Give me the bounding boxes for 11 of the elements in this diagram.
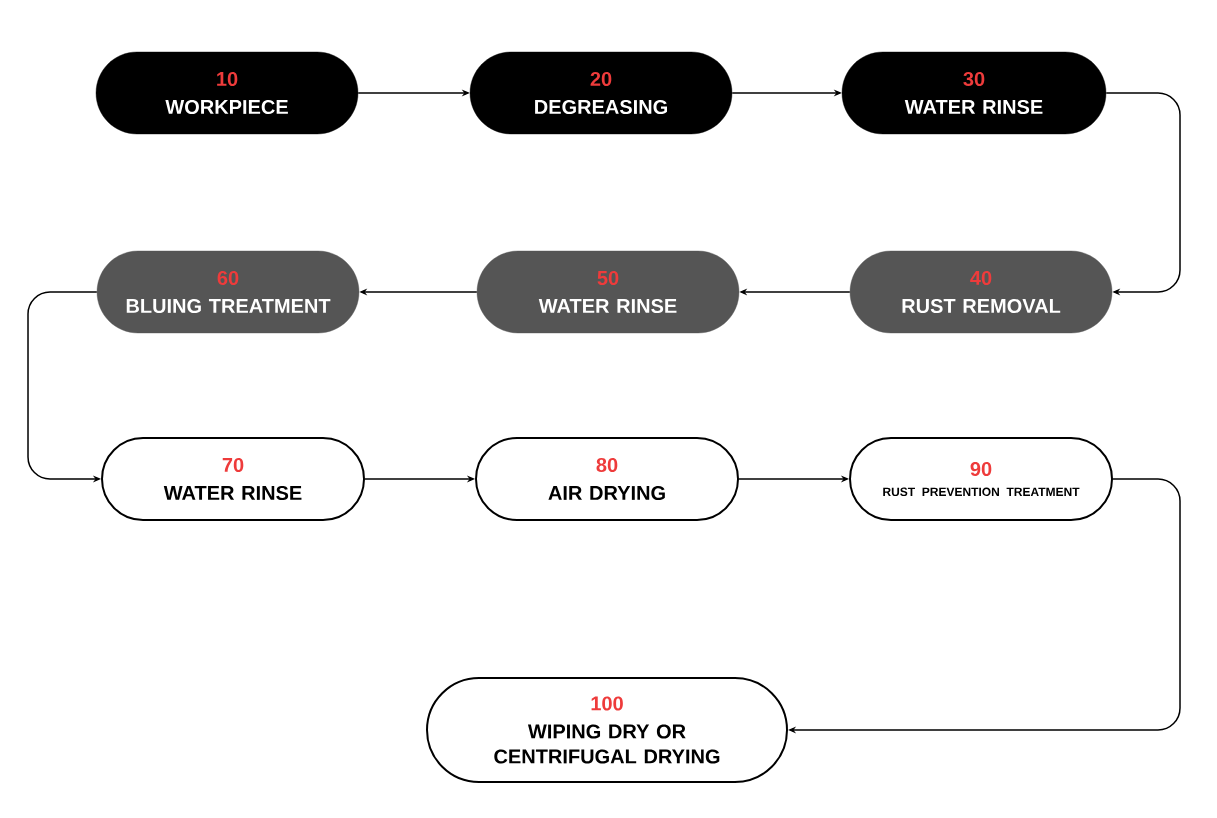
- arrow: [1105, 92, 1181, 296]
- process-box: 60 BLUING TREATMENT: [96, 250, 360, 334]
- process-box: 10 WORKPIECE: [95, 51, 359, 135]
- process-box: 50 WATER RINSE: [476, 250, 740, 334]
- process-box: 90 RUST PREVENTION TREATMENT: [849, 437, 1113, 521]
- process-box: 70 WATER RINSE: [101, 437, 365, 521]
- process-box: 30 WATER RINSE: [841, 51, 1107, 135]
- process-box: 40 RUST REMOVAL: [849, 250, 1113, 334]
- process-box: 80 AIR DRYING: [475, 437, 739, 521]
- process-box: 100 WIPING DRY OR CENTRIFUGAL DRYING: [426, 677, 788, 783]
- process-box: 20 DEGREASING: [469, 51, 733, 135]
